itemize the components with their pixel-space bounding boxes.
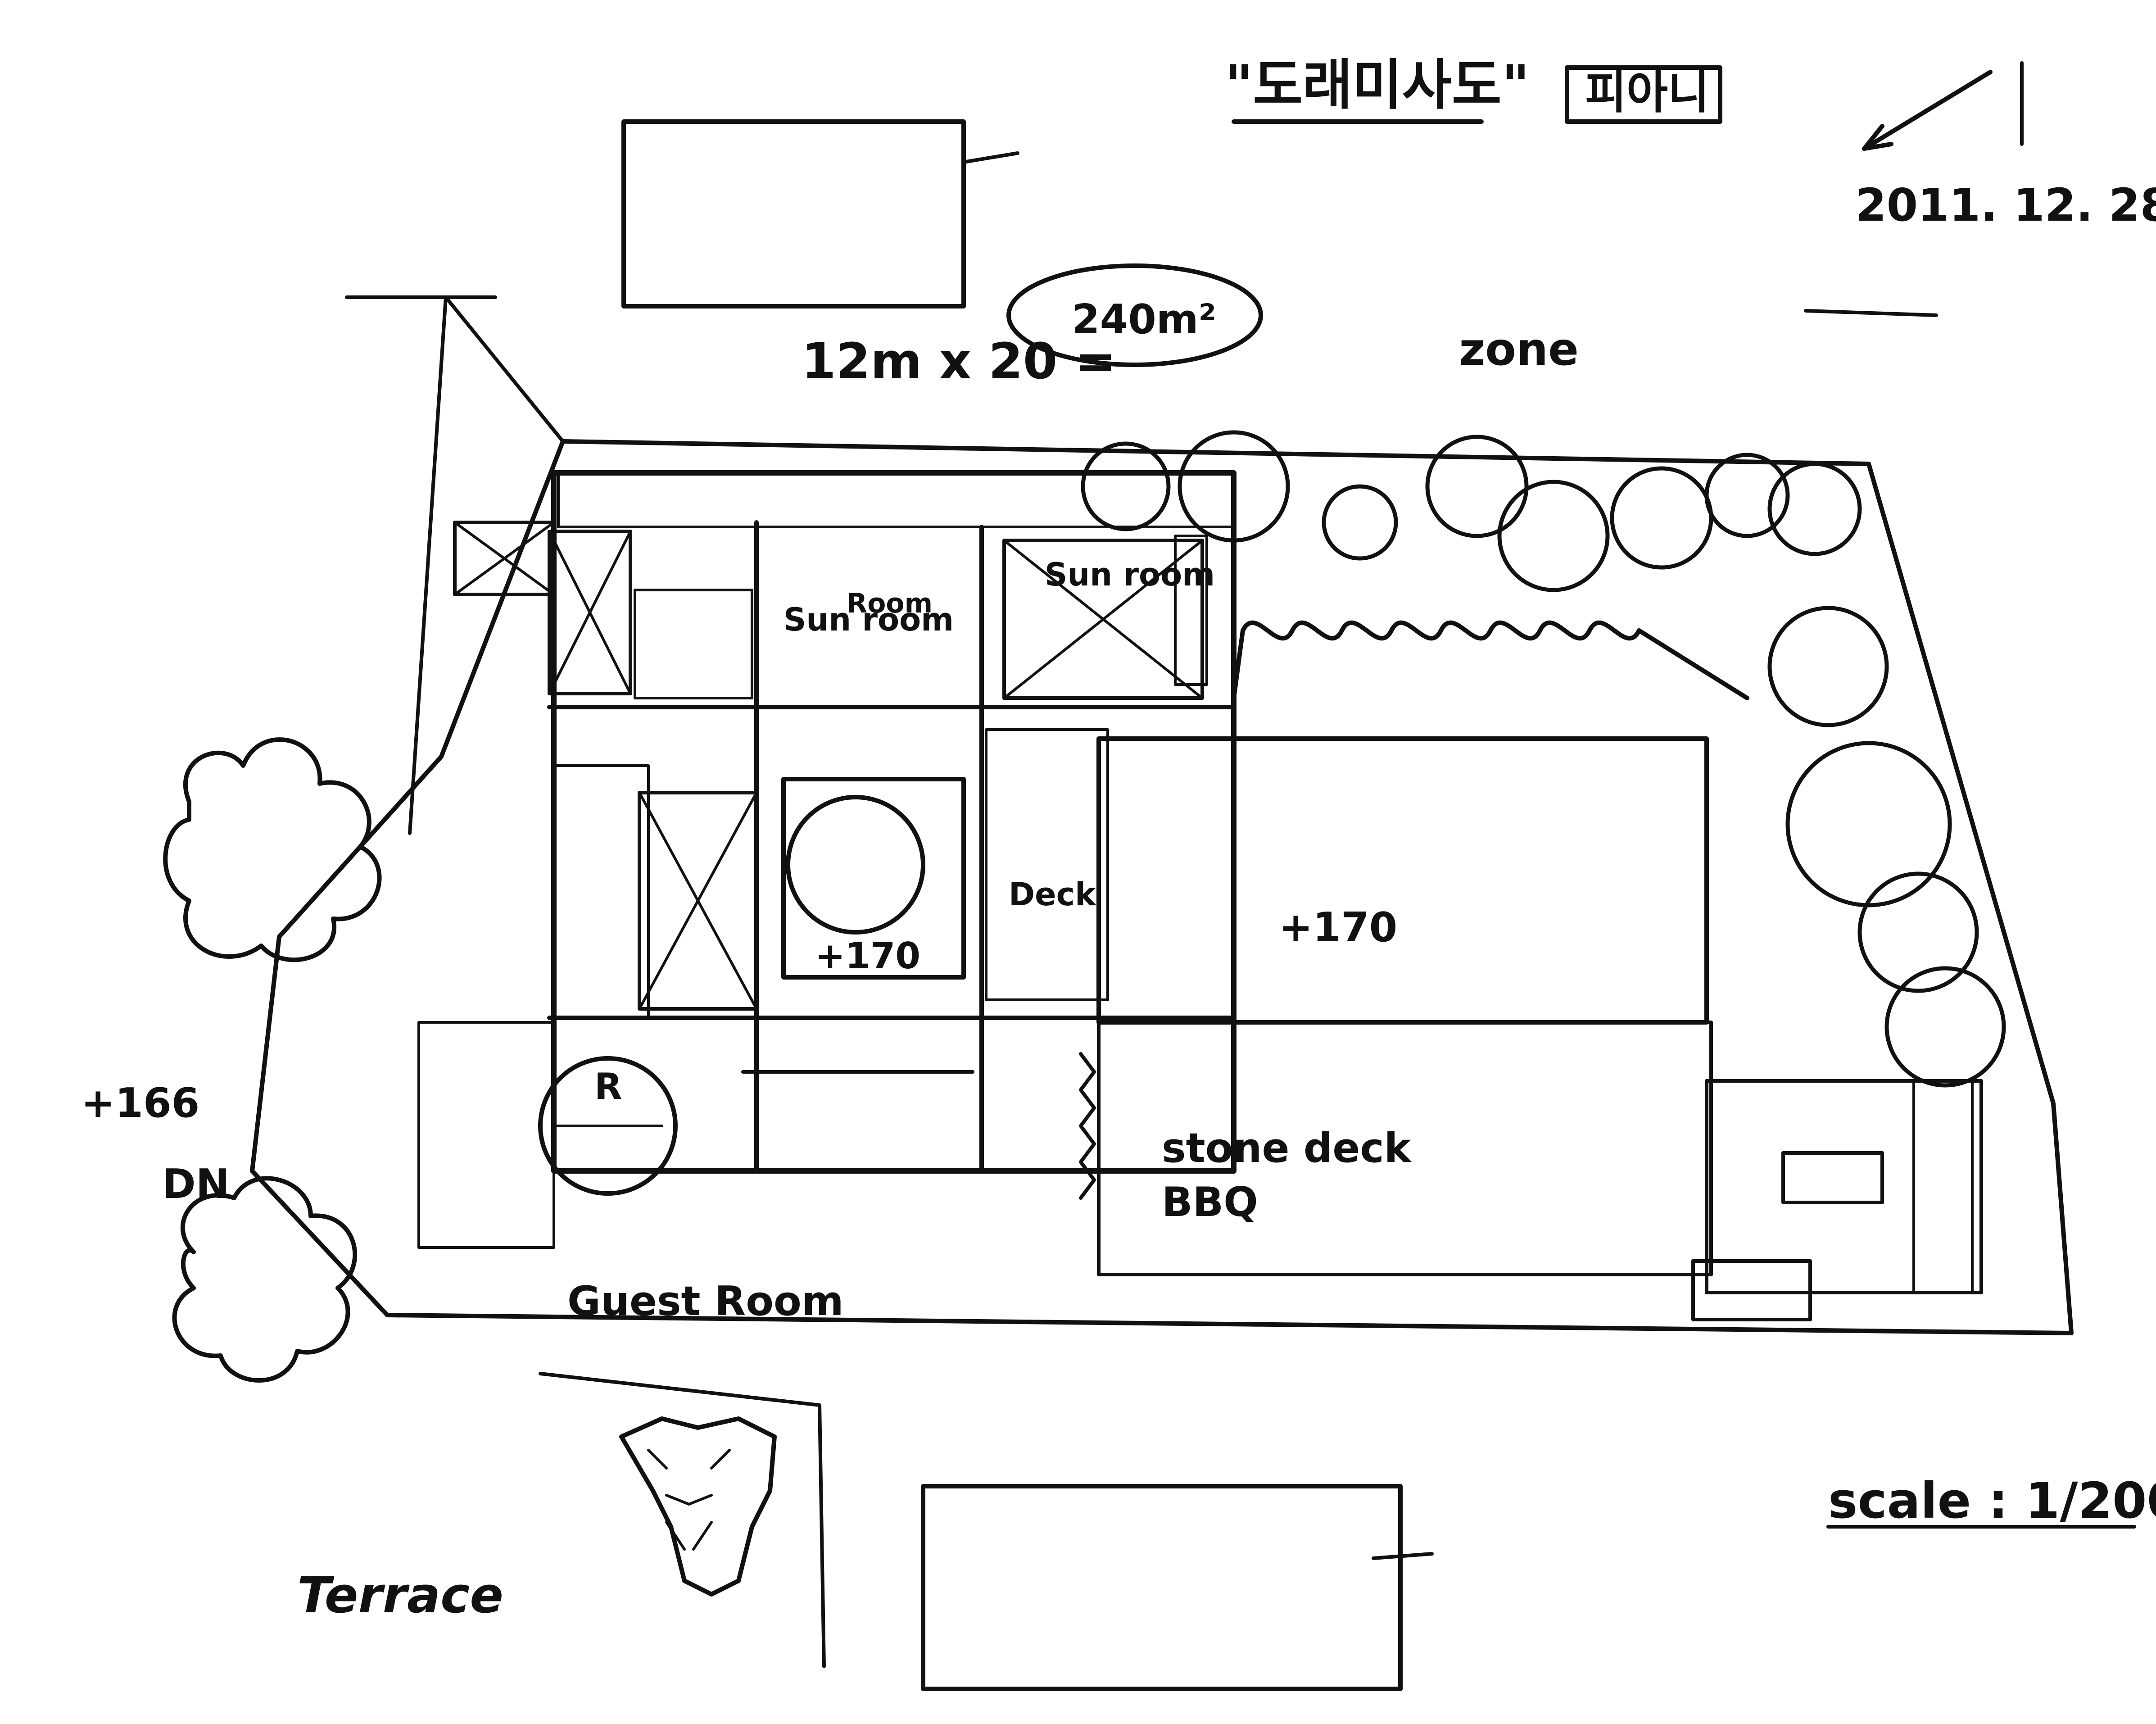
neighbor-block-bottom [921, 1484, 1434, 1691]
dimension-note: 12m x 20 = [802, 332, 1116, 390]
north-arrow-icon [1862, 61, 2024, 151]
zone-label: zone [1459, 323, 1579, 376]
scale-label: scale : 1/200 [1828, 1472, 2156, 1529]
deck-label: Deck [1009, 876, 1096, 913]
tree [1785, 741, 1952, 907]
tree [1767, 462, 1862, 556]
level-label-a: +170 [815, 935, 920, 977]
tree-group [163, 430, 2006, 1597]
stone-deck [1079, 1021, 1713, 1276]
sunroom-b-label: Sun room [1045, 556, 1215, 593]
shrub [163, 737, 382, 962]
tree [1884, 966, 2006, 1088]
building [417, 470, 1237, 1249]
tree [1497, 480, 1610, 592]
tree [1081, 441, 1171, 531]
date-label: 2011. 12. 28 [1855, 179, 2156, 231]
sun-room-label: Sun room [784, 601, 954, 638]
tree [1178, 430, 1290, 543]
bbq-label: BBQ [1162, 1179, 1258, 1226]
tree [1610, 466, 1713, 570]
tiger-sculpture-icon [619, 1416, 777, 1597]
neighbor-block-top [621, 119, 1019, 309]
tree [1322, 484, 1398, 561]
site-boundary [250, 295, 2074, 1668]
area-label: 240m² [1072, 296, 1216, 343]
room-b-label: R [594, 1066, 622, 1107]
guest-room-label: Guest Room [567, 1278, 844, 1325]
shrub [172, 1176, 358, 1383]
room-label: Room [847, 588, 933, 619]
hedge-row [1232, 620, 1749, 700]
tree [1704, 453, 1790, 538]
area-circle [1006, 263, 1263, 367]
tree [1857, 871, 1979, 993]
boxed-title: 피아니 [1585, 66, 1709, 119]
terrace-label: Terrace [297, 1566, 503, 1624]
level-label-b: +170 [1279, 904, 1397, 951]
dn-label: DN [162, 1161, 230, 1208]
tree [1767, 606, 1889, 727]
lawn-court [1096, 736, 1709, 1025]
tree [1425, 435, 1529, 538]
note-underline-right [1804, 309, 1938, 317]
boxed-title-frame [1565, 65, 1722, 124]
title-quoted: "도래미사도" [1225, 54, 1530, 117]
stone-deck-label: stone deck [1162, 1125, 1412, 1172]
level-label-c: +166 [81, 1080, 199, 1127]
garage-area [1691, 1079, 1983, 1321]
